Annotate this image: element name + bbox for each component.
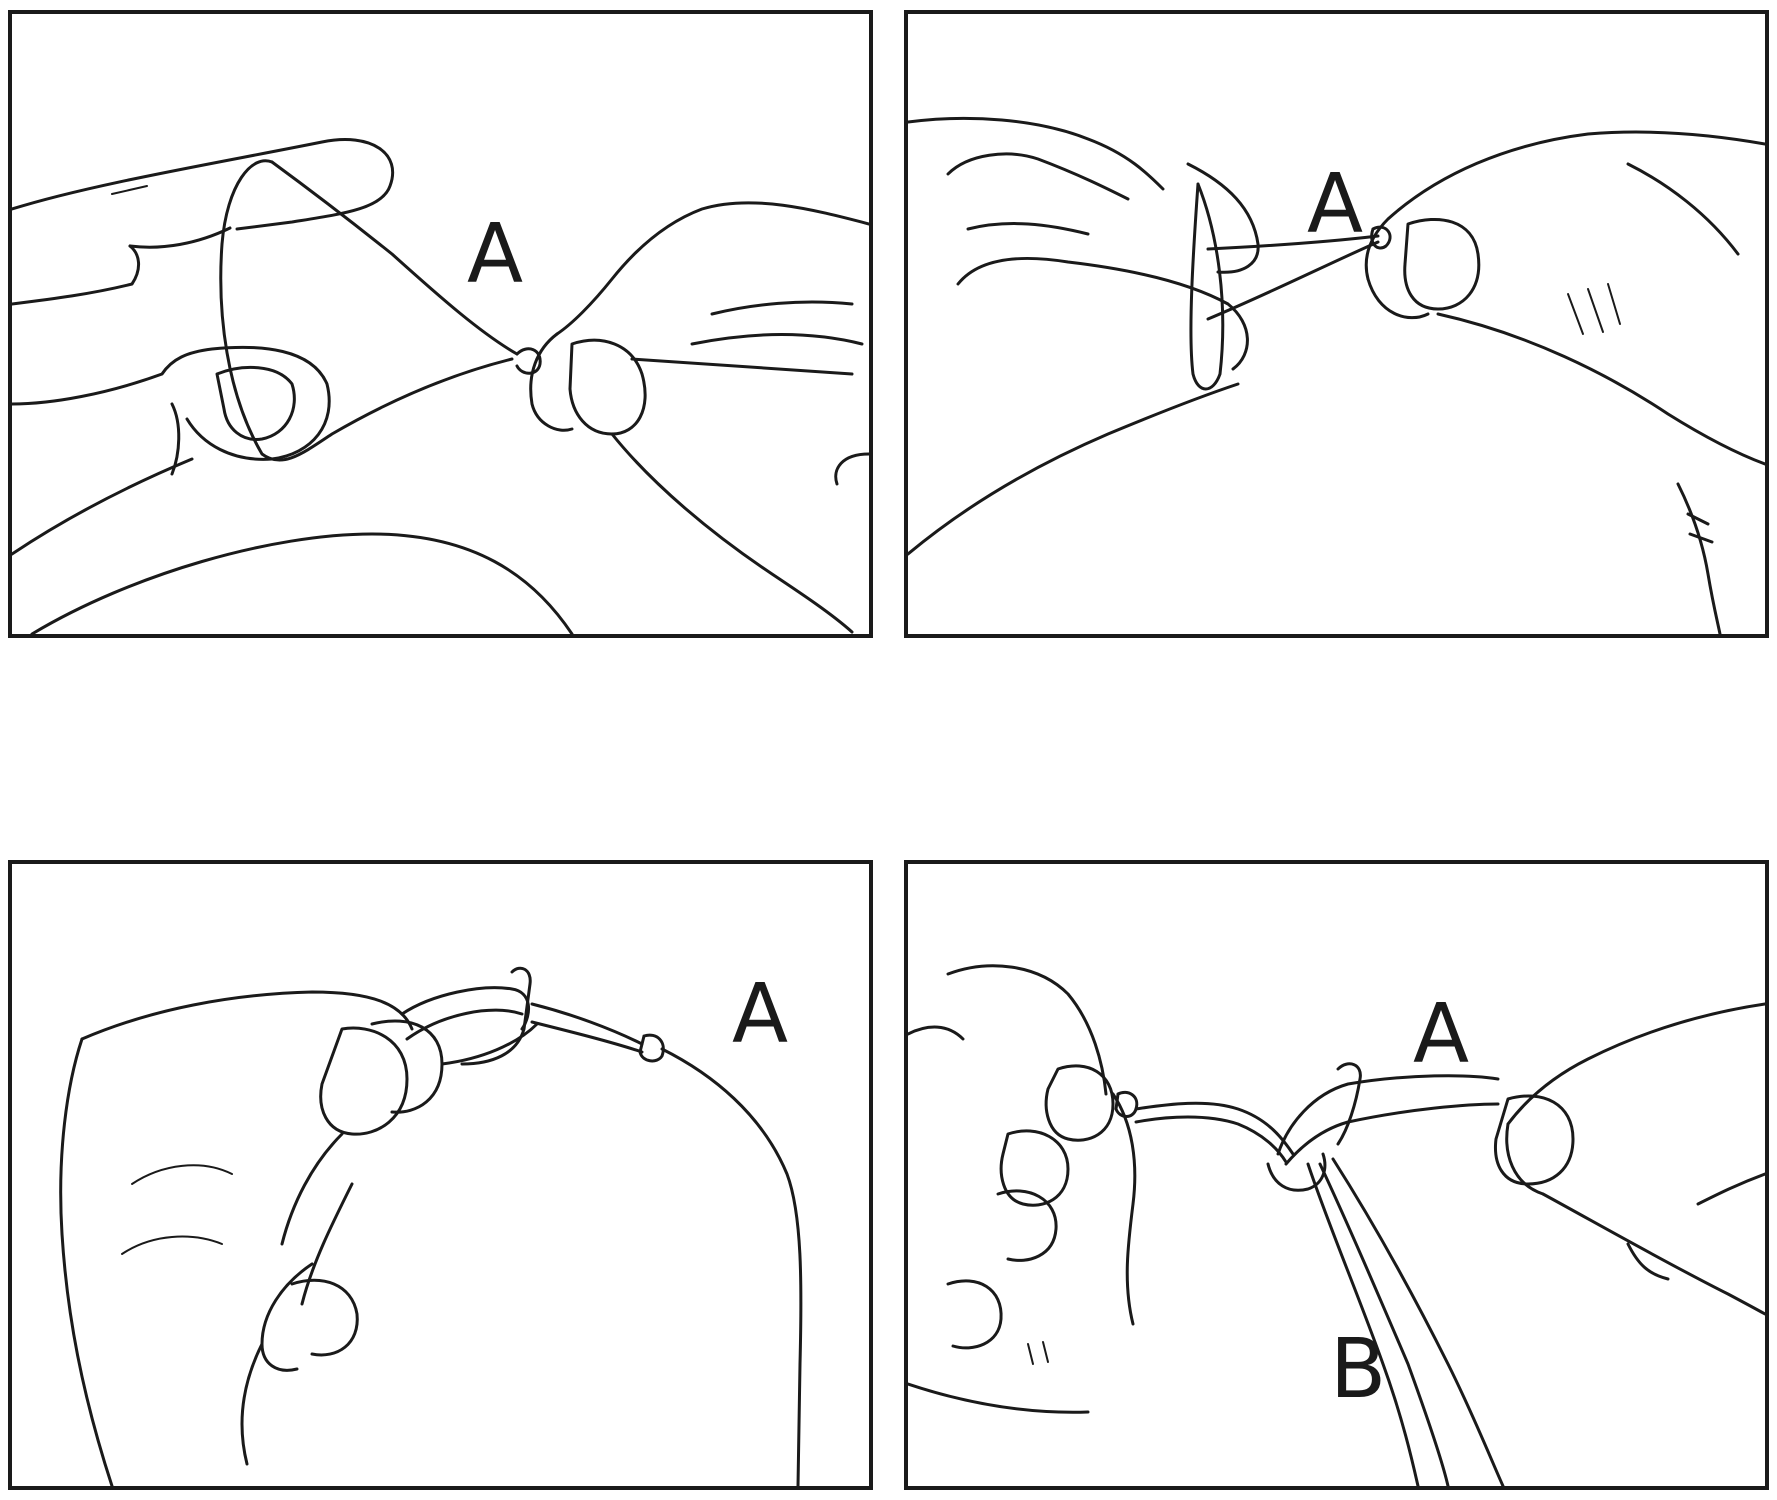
step-4-panel: A B [904, 860, 1769, 1490]
label-b: B [1330, 1322, 1387, 1417]
step-3-illustration [59, 966, 803, 1486]
label-a: A [732, 967, 789, 1062]
step-3-panel: A [8, 860, 873, 1490]
step-4-illustration [908, 964, 1765, 1486]
label-a: A [467, 207, 524, 302]
label-a: A [1413, 987, 1470, 1082]
step-1-illustration [12, 138, 869, 634]
step-1-panel: A [8, 10, 873, 638]
step-2-illustration [908, 116, 1765, 634]
label-a: A [1307, 157, 1364, 252]
step-2-panel: A [904, 10, 1769, 638]
